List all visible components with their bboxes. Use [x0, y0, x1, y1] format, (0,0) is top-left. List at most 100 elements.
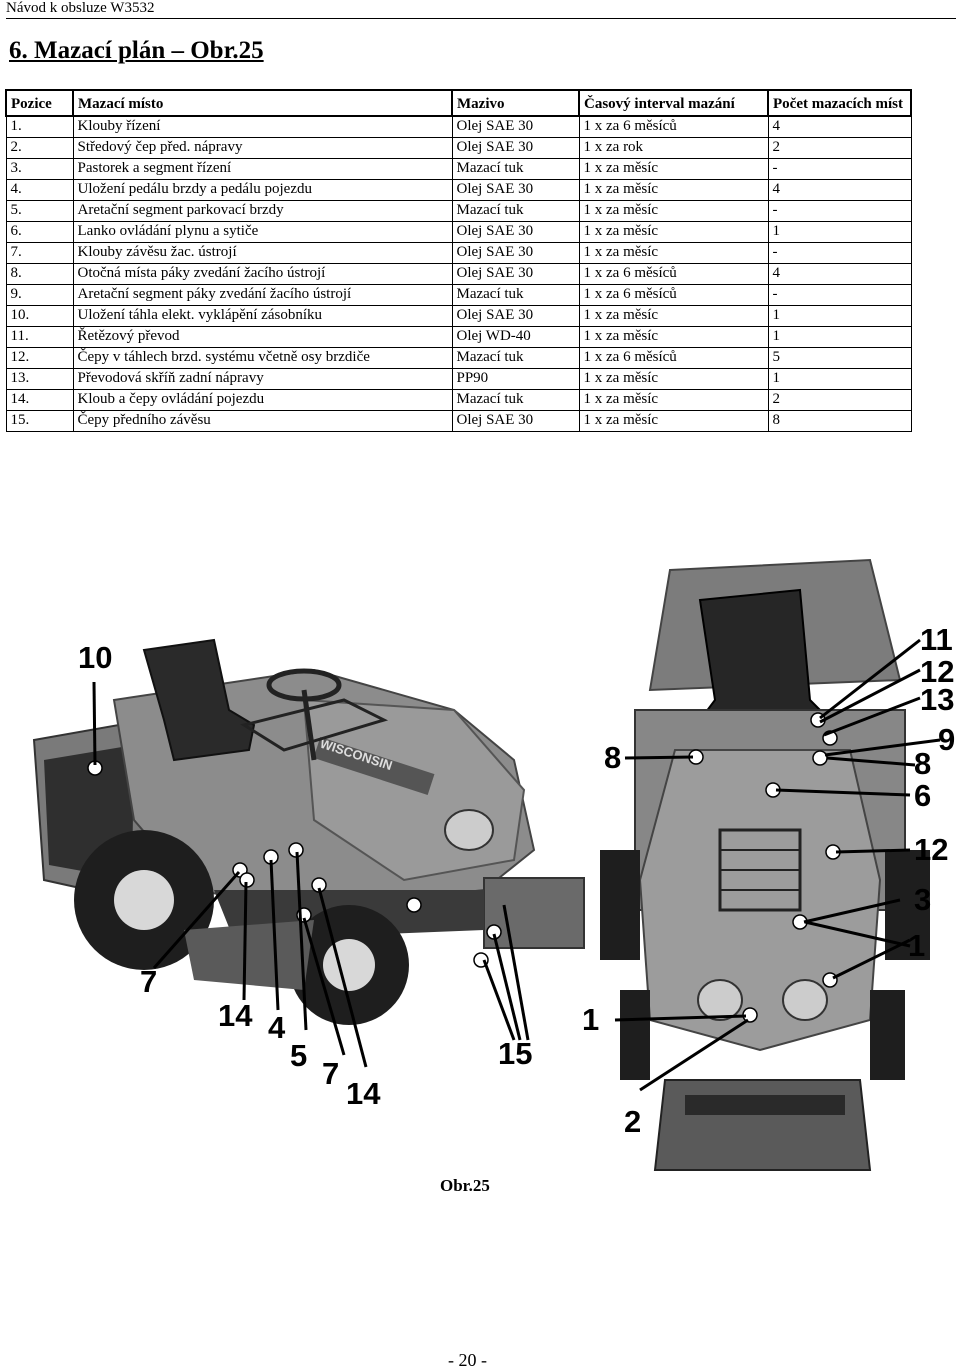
callout-14-left: 14 — [218, 998, 253, 1033]
cell-lubricant: Mazací tuk — [451, 200, 580, 222]
callout-12-mid: 12 — [914, 832, 949, 867]
cell-position: 3. — [5, 158, 74, 180]
cell-count: - — [767, 284, 912, 306]
table-row: 10.Uložení táhla elekt. vyklápění zásobn… — [5, 305, 912, 327]
cell-interval: 1 x za měsíc — [578, 200, 769, 222]
cell-lube-point: Lanko ovládání plynu a sytiče — [72, 221, 453, 243]
cell-interval: 1 x za měsíc — [578, 305, 769, 327]
cell-position: 5. — [5, 200, 74, 222]
callout-10: 10 — [78, 640, 113, 675]
cell-lubricant: Mazací tuk — [451, 158, 580, 180]
cell-lubricant: PP90 — [451, 368, 580, 390]
cell-lubricant: Olej SAE 30 — [451, 179, 580, 201]
cell-position: 10. — [5, 305, 74, 327]
cell-interval: 1 x za měsíc — [578, 158, 769, 180]
cell-position: 8. — [5, 263, 74, 285]
figure-caption: Obr.25 — [440, 1176, 490, 1195]
cell-lubricant: Olej SAE 30 — [451, 242, 580, 264]
column-header-lube-point: Mazací místo — [72, 89, 453, 117]
cell-lube-point: Kloub a čepy ovládání pojezdu — [72, 389, 453, 411]
cell-interval: 1 x za 6 měsíců — [578, 263, 769, 285]
cell-lubricant: Olej SAE 30 — [451, 115, 580, 138]
cell-count: - — [767, 242, 912, 264]
cell-lubricant: Olej SAE 30 — [451, 263, 580, 285]
page-number: - 20 - — [448, 1350, 487, 1370]
cell-count: 4 — [767, 115, 912, 138]
table-row: 8.Otočná místa páky zvedání žacího ústro… — [5, 263, 912, 285]
cell-lubricant: Olej WD-40 — [451, 326, 580, 348]
cell-interval: 1 x za měsíc — [578, 179, 769, 201]
lubrication-table: Pozice Mazací místo Mazivo Časový interv… — [5, 89, 912, 432]
cell-count: 1 — [767, 326, 912, 348]
table-row: 9.Aretační segment páky zvedání žacího ú… — [5, 284, 912, 306]
callout-2: 2 — [624, 1104, 642, 1139]
cell-interval: 1 x za rok — [578, 137, 769, 159]
cell-lube-point: Čepy předního závěsu — [72, 410, 453, 432]
cell-position: 4. — [5, 179, 74, 201]
cell-lubricant: Olej SAE 30 — [451, 221, 580, 243]
callout-3: 3 — [914, 882, 932, 917]
section-title: 6. Mazací plán – Obr.25 — [9, 37, 264, 64]
mower-top-view-photo — [600, 558, 941, 1171]
callout-7-bottom: 7 — [322, 1056, 340, 1091]
callout-1-left: 1 — [582, 1002, 600, 1037]
callout-5: 5 — [290, 1038, 308, 1073]
cell-interval: 1 x za měsíc — [578, 389, 769, 411]
cell-lube-point: Uložení táhla elekt. vyklápění zásobníku — [72, 305, 453, 327]
cell-count: - — [767, 158, 912, 180]
cell-count: 5 — [767, 347, 912, 369]
mower-side-view-photo: WISCONSIN — [32, 638, 585, 1068]
cell-interval: 1 x za měsíc — [578, 368, 769, 390]
cell-count: 1 — [767, 368, 912, 390]
cell-interval: 1 x za měsíc — [578, 242, 769, 264]
cell-interval: 1 x za 6 měsíců — [578, 347, 769, 369]
cell-lube-point: Aretační segment páky zvedání žacího úst… — [72, 284, 453, 306]
column-header-interval: Časový interval mazání — [578, 89, 769, 117]
running-header: Návod k obsluze W3532 — [6, 0, 956, 19]
callout-8-right: 8 — [914, 746, 932, 781]
cell-position: 14. — [5, 389, 74, 411]
cell-position: 12. — [5, 347, 74, 369]
cell-interval: 1 x za měsíc — [578, 221, 769, 243]
cell-position: 9. — [5, 284, 74, 306]
callout-9: 9 — [938, 722, 956, 757]
cell-position: 11. — [5, 326, 74, 348]
cell-interval: 1 x za 6 měsíců — [578, 115, 769, 138]
cell-lube-point: Klouby řízení — [72, 115, 453, 138]
callout-12-top: 12 — [920, 654, 955, 689]
callout-4: 4 — [268, 1010, 286, 1045]
column-header-position: Pozice — [5, 89, 74, 117]
cell-position: 13. — [5, 368, 74, 390]
cell-count: - — [767, 200, 912, 222]
cell-count: 4 — [767, 263, 912, 285]
cell-interval: 1 x za měsíc — [578, 410, 769, 432]
callout-1-right: 1 — [908, 928, 926, 963]
cell-count: 2 — [767, 389, 912, 411]
cell-lube-point: Čepy v táhlech brzd. systému včetně osy … — [72, 347, 453, 369]
cell-lube-point: Středový čep před. nápravy — [72, 137, 453, 159]
cell-count: 2 — [767, 137, 912, 159]
cell-lube-point: Otočná místa páky zvedání žacího ústrojí — [72, 263, 453, 285]
table-header-row: Pozice Mazací místo Mazivo Časový interv… — [5, 89, 912, 117]
callout-15: 15 — [498, 1036, 533, 1071]
cell-lube-point: Řetězový převod — [72, 326, 453, 348]
cell-lubricant: Mazací tuk — [451, 284, 580, 306]
cell-count: 8 — [767, 410, 912, 432]
running-title: Návod k obsluze W3532 — [6, 0, 155, 16]
cell-position: 2. — [5, 137, 74, 159]
cell-lube-point: Klouby závěsu žac. ústrojí — [72, 242, 453, 264]
cell-lube-point: Pastorek a segment řízení — [72, 158, 453, 180]
cell-lubricant: Olej SAE 30 — [451, 137, 580, 159]
callout-8-left: 8 — [604, 740, 622, 775]
cell-lubricant: Mazací tuk — [451, 347, 580, 369]
cell-interval: 1 x za 6 měsíců — [578, 284, 769, 306]
